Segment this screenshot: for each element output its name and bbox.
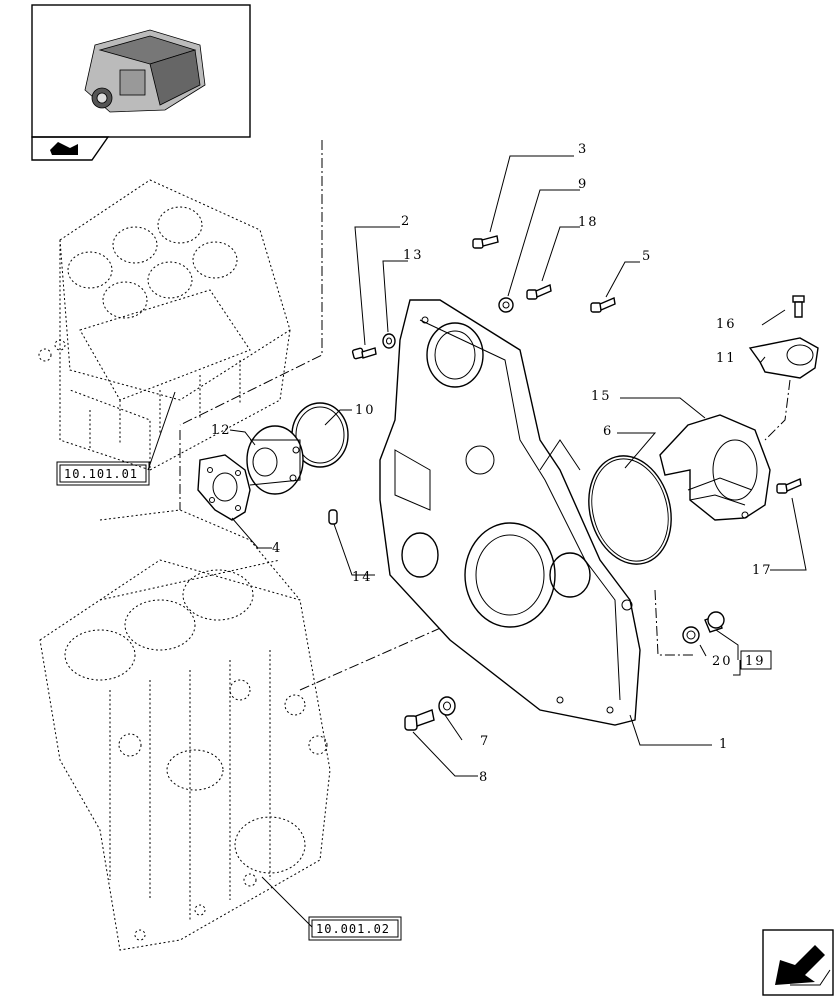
part-13-washer[interactable] [382, 333, 396, 349]
forward-arrow-icon[interactable] [762, 929, 834, 996]
leader-lines [147, 155, 807, 928]
part-8-bolt[interactable] [404, 709, 435, 731]
callout-8[interactable]: 8 [479, 770, 489, 785]
part-6-o-ring[interactable] [577, 447, 683, 574]
part-7-washer[interactable] [438, 696, 456, 716]
callout-4[interactable]: 4 [272, 541, 282, 556]
part-5-bolt[interactable] [590, 297, 616, 313]
part-1-timing-cover[interactable] [379, 299, 641, 726]
part-16-bolt[interactable] [792, 295, 805, 318]
callout-18[interactable]: 18 [578, 215, 599, 230]
axis-line [179, 140, 323, 426]
callout-6[interactable]: 6 [603, 424, 613, 439]
callout-20[interactable]: 20 [712, 654, 733, 669]
callout-19[interactable]: 19 [745, 654, 766, 669]
part-3-bolt[interactable] [472, 235, 499, 249]
engine-block-outline [39, 509, 331, 951]
cylinder-head-outline [38, 179, 291, 471]
axis-line [654, 589, 695, 656]
callout-3[interactable]: 3 [578, 142, 588, 157]
reference-link-engine-block[interactable]: 10.001.02 [308, 916, 402, 941]
part-18-bolt[interactable] [526, 284, 552, 300]
callout-labels: 3 9 18 2 13 5 16 11 15 6 10 12 4 14 17 2… [211, 142, 773, 785]
engine-thumbnail-icon[interactable] [31, 4, 251, 138]
callout-14[interactable]: 14 [352, 570, 373, 585]
axis-line [764, 379, 791, 441]
callout-9[interactable]: 9 [578, 177, 588, 192]
axis-line [299, 614, 471, 691]
svg-text:10.001.02: 10.001.02 [316, 922, 390, 936]
callout-2[interactable]: 2 [401, 214, 411, 229]
callout-7[interactable]: 7 [480, 734, 490, 749]
part-15-seal-cover[interactable] [659, 414, 771, 521]
callout-1[interactable]: 1 [719, 737, 729, 752]
callout-12[interactable]: 12 [211, 423, 232, 438]
reference-link-cylinder-head[interactable]: 10.101.01 [56, 461, 150, 486]
part-20-washer[interactable] [682, 626, 700, 644]
callout-16[interactable]: 16 [716, 317, 737, 332]
part-4-gasket[interactable] [197, 454, 251, 521]
callout-17[interactable]: 17 [752, 563, 773, 578]
callout-13[interactable]: 13 [403, 248, 424, 263]
part-2-bolt[interactable] [351, 347, 377, 360]
part-14-dowel[interactable] [328, 509, 338, 525]
part-19-plug[interactable] [704, 611, 725, 633]
callout-5[interactable]: 5 [642, 249, 652, 264]
back-arrow-icon[interactable] [31, 136, 110, 161]
part-12-seal[interactable] [246, 425, 304, 495]
callout-15[interactable]: 15 [591, 389, 612, 404]
svg-text:10.101.01: 10.101.01 [64, 467, 138, 481]
callout-19-box [740, 650, 772, 670]
callout-10[interactable]: 10 [355, 403, 376, 418]
part-9-washer[interactable] [498, 297, 514, 313]
part-11-cover[interactable] [748, 337, 819, 379]
part-17-bolt[interactable] [776, 478, 802, 494]
callout-11[interactable]: 11 [716, 351, 737, 366]
